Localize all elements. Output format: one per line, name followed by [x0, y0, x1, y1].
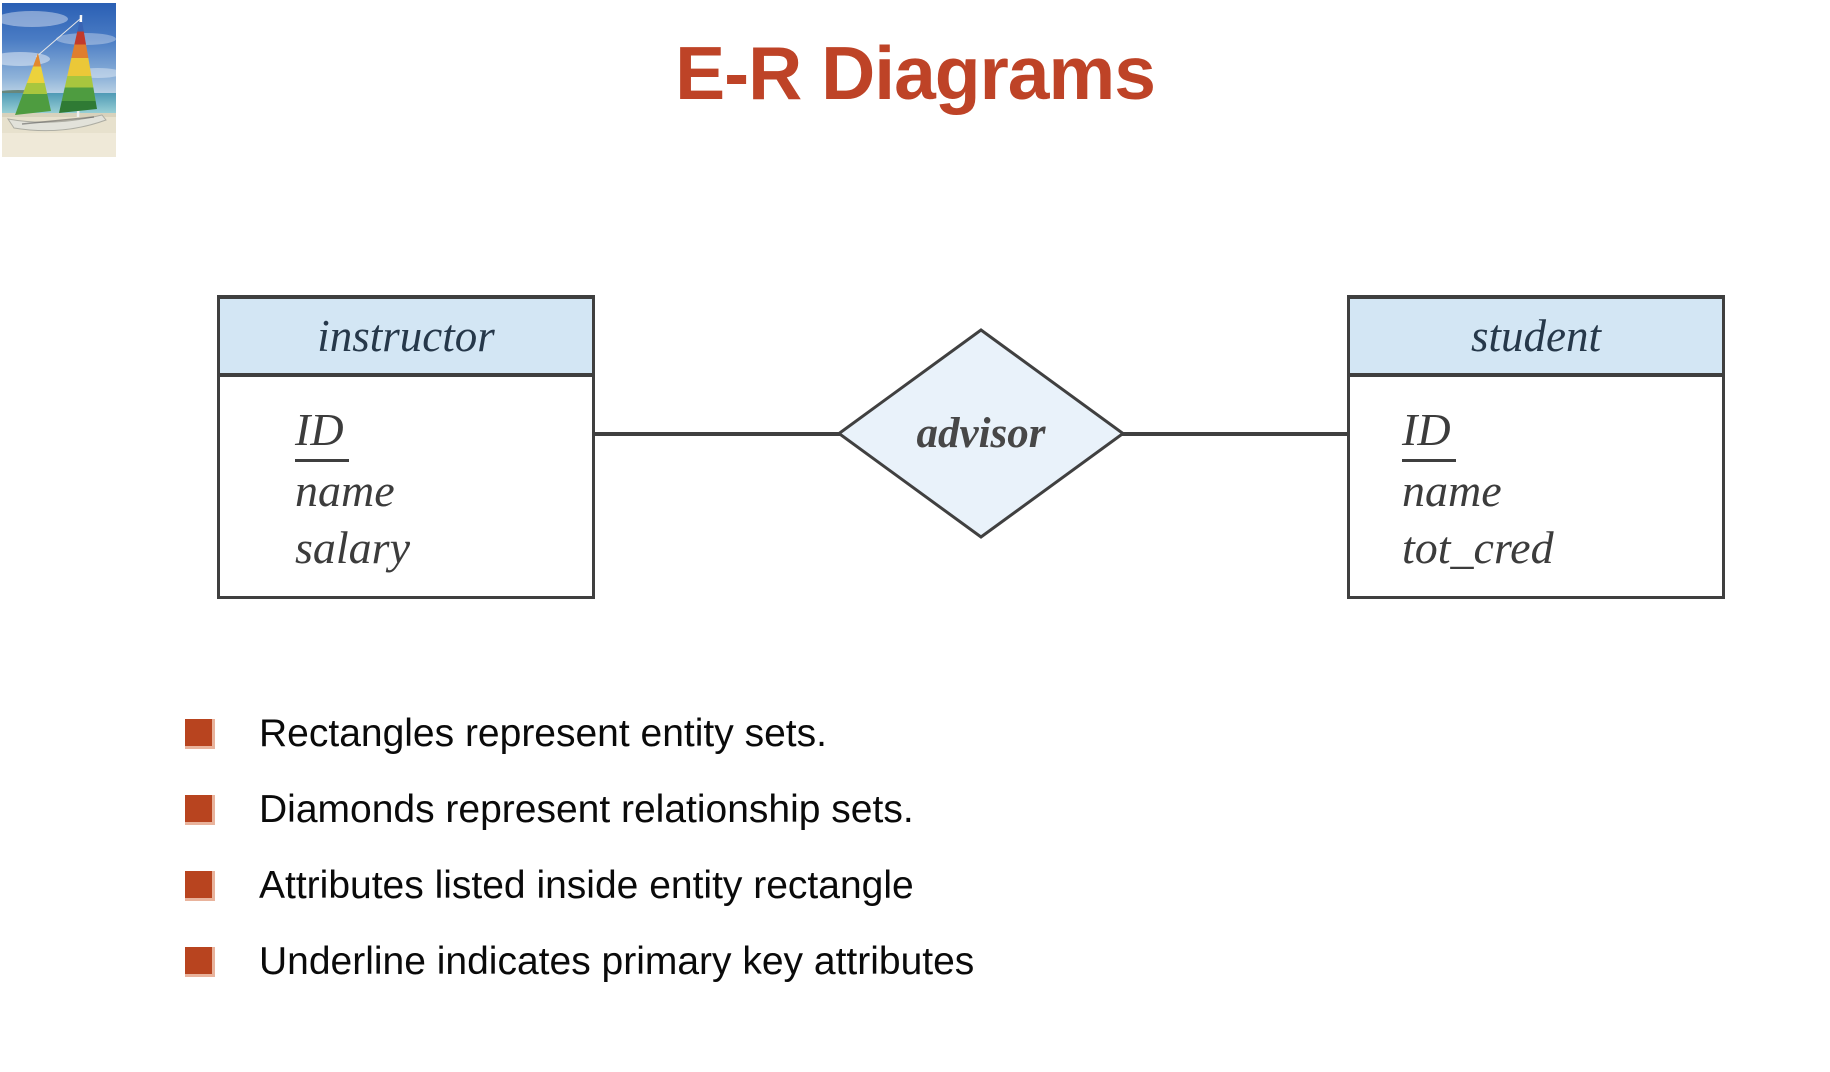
- attribute-student-id: ID: [1402, 401, 1456, 462]
- entity-student-name: student: [1350, 299, 1722, 377]
- attribute-student-totcred: tot_cred: [1402, 522, 1554, 573]
- attribute-instructor-salary: salary: [295, 522, 410, 573]
- relationship-advisor: advisor: [836, 327, 1126, 540]
- bullet-text: Rectangles represent entity sets.: [259, 712, 827, 755]
- attribute-row: ID: [1402, 401, 1722, 462]
- relationship-line-left: [595, 432, 840, 436]
- bullet-text: Underline indicates primary key attribut…: [259, 940, 975, 983]
- diamond-shape: [836, 328, 1126, 539]
- list-item: Attributes listed inside entity rectangl…: [185, 864, 974, 908]
- slide-title: E-R Diagrams: [675, 31, 1156, 115]
- square-bullet-icon: [185, 947, 215, 977]
- bullet-list: Rectangles represent entity sets. Diamon…: [185, 712, 974, 1016]
- list-item: Underline indicates primary key attribut…: [185, 940, 974, 984]
- sailboat-beach-logo-icon: [2, 3, 116, 157]
- entity-instructor-attributes: ID name salary: [220, 377, 592, 576]
- attribute-instructor-name: name: [295, 465, 395, 516]
- square-bullet-icon: [185, 871, 215, 901]
- attribute-instructor-id: ID: [295, 401, 349, 462]
- square-bullet-icon: [185, 795, 215, 825]
- attribute-row: ID: [295, 401, 592, 462]
- entity-instructor-name: instructor: [220, 299, 592, 377]
- entity-student-attributes: ID name tot_cred: [1350, 377, 1722, 576]
- bullet-text: Diamonds represent relationship sets.: [259, 788, 914, 831]
- square-bullet-icon: [185, 719, 215, 749]
- bullet-text: Attributes listed inside entity rectangl…: [259, 864, 914, 907]
- attribute-student-name: name: [1402, 465, 1502, 516]
- entity-student: student ID name tot_cred: [1347, 295, 1725, 599]
- relationship-line-right: [1122, 432, 1347, 436]
- relationship-advisor-label: advisor: [916, 410, 1046, 457]
- list-item: Diamonds represent relationship sets.: [185, 788, 974, 832]
- entity-instructor: instructor ID name salary: [217, 295, 595, 599]
- list-item: Rectangles represent entity sets.: [185, 712, 974, 756]
